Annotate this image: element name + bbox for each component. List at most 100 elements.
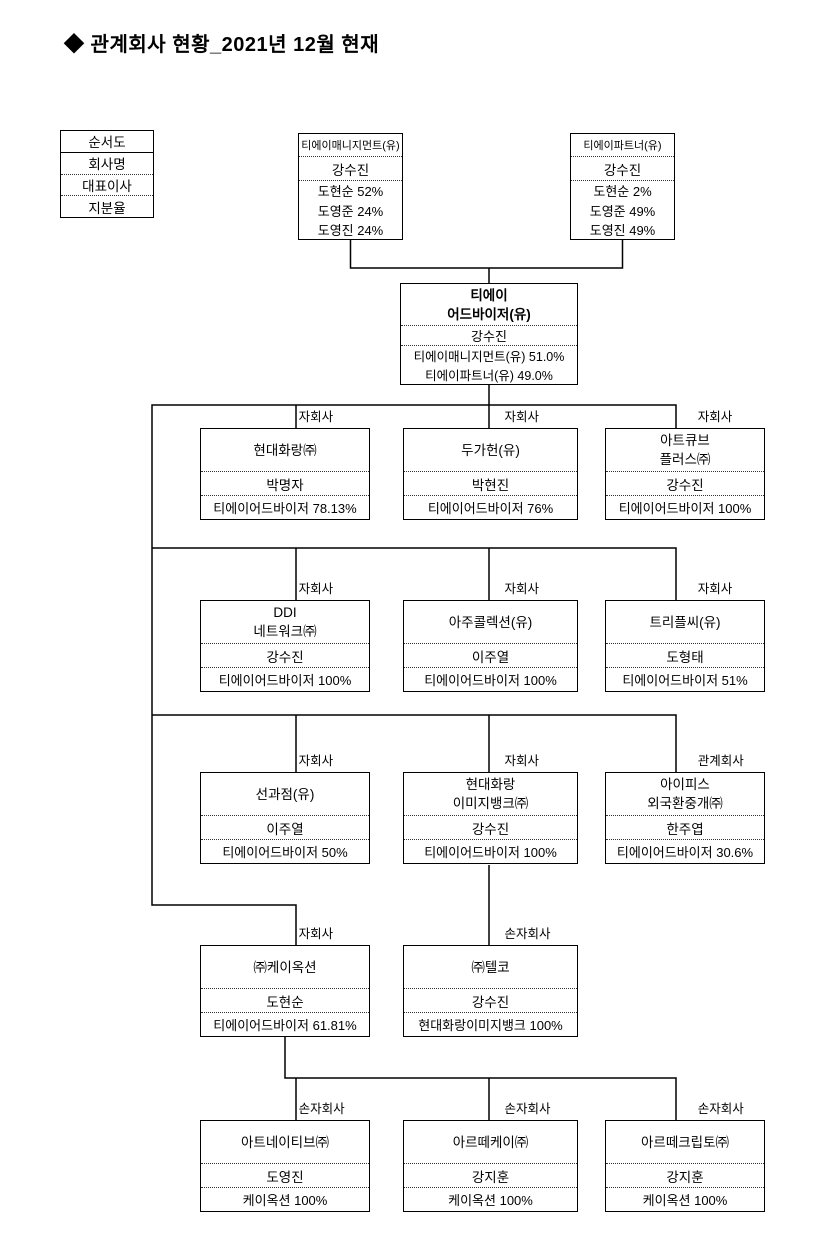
company-ownership: 티에이어드바이저 100% bbox=[201, 667, 369, 691]
company-name: 아주콜렉션(유) bbox=[448, 614, 533, 630]
company-name: 아트네이티브㈜ bbox=[240, 1134, 330, 1150]
subsidiary-cell: 자회사 DDI 네트워크㈜ 강수진 티에이어드바이저 100% bbox=[200, 578, 370, 692]
company-ownership: 티에이어드바이저 100% bbox=[404, 667, 577, 691]
subsidiary-cell: 자회사 트리플씨(유) 도형태 티에이어드바이저 51% bbox=[605, 578, 765, 692]
company-name: 두가헌(유) bbox=[461, 442, 520, 458]
company-ownership: 티에이어드바이저 76% bbox=[404, 495, 577, 519]
relation-tag: 자회사 bbox=[504, 410, 540, 424]
company-name: 트리플씨(유) bbox=[649, 614, 721, 630]
subsidiary-cell: 자회사 두가헌(유) 박현진 티에이어드바이저 76% bbox=[403, 406, 578, 520]
shareholder: 도영준 49% bbox=[589, 203, 656, 219]
grandchild-cell: 손자회사 아르떼크립토㈜ 강지훈 케이옥션 100% bbox=[605, 1098, 765, 1212]
company-ceo: 강수진 bbox=[401, 325, 577, 345]
relation-tag: 자회사 bbox=[298, 582, 334, 596]
shareholder: 도현순 52% bbox=[317, 184, 384, 200]
relation-tag: 자회사 bbox=[504, 754, 540, 768]
company-name: 티에이 어드바이저(유) bbox=[447, 287, 531, 322]
company-ceo: 도영진 bbox=[201, 1163, 369, 1187]
grandchild-cell: 손자회사 아르떼케이㈜ 강지훈 케이옥션 100% bbox=[403, 1098, 578, 1212]
legend-ownership: 지분율 bbox=[61, 195, 153, 217]
affiliate-cell: 관계회사 아이피스 외국환중개㈜ 한주엽 티에이어드바이저 30.6% bbox=[605, 750, 765, 864]
company-ownership: 티에이어드바이저 51% bbox=[606, 667, 764, 691]
company-ceo: 이주열 bbox=[404, 643, 577, 667]
company-box: 아르떼케이㈜ 강지훈 케이옥션 100% bbox=[403, 1120, 578, 1212]
company-ceo: 강수진 bbox=[571, 156, 674, 180]
shareholder: 도영준 24% bbox=[317, 203, 384, 219]
company-name: DDI 네트워크㈜ bbox=[253, 605, 317, 639]
company-box: 아주콜렉션(유) 이주열 티에이어드바이저 100% bbox=[403, 600, 578, 692]
company-ownership: 티에이어드바이저 78.13% bbox=[201, 495, 369, 519]
company-ownership: 케이옥션 100% bbox=[201, 1187, 369, 1211]
shareholder-list: 도현순 52% 도영준 24% 도영진 24% bbox=[299, 180, 402, 239]
shareholder-list: 도현순 2% 도영준 49% 도영진 49% bbox=[571, 180, 674, 239]
relation-tag: 자회사 bbox=[697, 582, 733, 596]
company-name: 티에이매니지먼트(유) bbox=[301, 140, 400, 152]
company-ceo: 강지훈 bbox=[404, 1163, 577, 1187]
company-name: ㈜케이옥션 bbox=[253, 959, 317, 975]
shareholder: 티에이파트너(유) 49.0% bbox=[425, 369, 553, 383]
company-ceo: 강지훈 bbox=[606, 1163, 764, 1187]
root-box-ta-advisor: 티에이 어드바이저(유) 강수진 티에이매니지먼트(유) 51.0% 티에이파트… bbox=[400, 283, 578, 385]
relation-tag: 자회사 bbox=[298, 410, 334, 424]
company-box: 아트네이티브㈜ 도영진 케이옥션 100% bbox=[200, 1120, 370, 1212]
legend-box: 순서도 회사명 대표이사 지분율 bbox=[60, 130, 154, 218]
relation-tag: 자회사 bbox=[298, 754, 334, 768]
company-name: ㈜텔코 bbox=[471, 959, 510, 975]
company-ownership: 현대화랑이미지뱅크 100% bbox=[404, 1012, 577, 1036]
company-ceo: 강수진 bbox=[606, 471, 764, 495]
company-box: 두가헌(유) 박현진 티에이어드바이저 76% bbox=[403, 428, 578, 520]
subsidiary-cell: 자회사 선과점(유) 이주열 티에이어드바이저 50% bbox=[200, 750, 370, 864]
shareholder: 도현순 2% bbox=[593, 184, 652, 200]
company-ceo: 도형태 bbox=[606, 643, 764, 667]
company-name: 현대화랑㈜ bbox=[253, 442, 317, 458]
company-box: ㈜케이옥션 도현순 티에이어드바이저 61.81% bbox=[200, 945, 370, 1037]
company-box: 선과점(유) 이주열 티에이어드바이저 50% bbox=[200, 772, 370, 864]
company-ownership: 케이옥션 100% bbox=[606, 1187, 764, 1211]
relation-tag: 관계회사 bbox=[697, 754, 744, 768]
relation-tag: 자회사 bbox=[298, 927, 334, 941]
holding-box-ta-partner: 티에이파트너(유) 강수진 도현순 2% 도영준 49% 도영진 49% bbox=[570, 133, 675, 240]
subsidiary-cell: 자회사 현대화랑㈜ 박명자 티에이어드바이저 78.13% bbox=[200, 406, 370, 520]
company-ceo: 강수진 bbox=[299, 156, 402, 180]
company-box: 현대화랑㈜ 박명자 티에이어드바이저 78.13% bbox=[200, 428, 370, 520]
company-name: 아이피스 외국환중개㈜ bbox=[647, 777, 723, 811]
company-ceo: 이주열 bbox=[201, 815, 369, 839]
shareholder: 도영진 24% bbox=[317, 222, 384, 238]
company-ceo: 도현순 bbox=[201, 988, 369, 1012]
page-title: ◆ 관계회사 현황_2021년 12월 현재 bbox=[64, 34, 380, 56]
company-ceo: 강수진 bbox=[201, 643, 369, 667]
company-name: 현대화랑 이미지뱅크㈜ bbox=[452, 777, 529, 811]
relation-tag: 자회사 bbox=[504, 582, 540, 596]
legend-company-name: 회사명 bbox=[61, 151, 153, 174]
relation-tag: 손자회사 bbox=[697, 1102, 744, 1116]
company-ceo: 박현진 bbox=[404, 471, 577, 495]
company-name: 티에이파트너(유) bbox=[583, 140, 662, 152]
company-box: 아트큐브 플러스㈜ 강수진 티에이어드바이저 100% bbox=[605, 428, 765, 520]
company-ownership: 티에이어드바이저 100% bbox=[404, 839, 577, 863]
company-box: 트리플씨(유) 도형태 티에이어드바이저 51% bbox=[605, 600, 765, 692]
relation-tag: 손자회사 bbox=[298, 1102, 345, 1116]
subsidiary-cell: 자회사 ㈜케이옥션 도현순 티에이어드바이저 61.81% bbox=[200, 923, 370, 1037]
company-box: 아이피스 외국환중개㈜ 한주엽 티에이어드바이저 30.6% bbox=[605, 772, 765, 864]
company-name: 아트큐브 플러스㈜ bbox=[659, 433, 711, 467]
shareholder: 도영진 49% bbox=[589, 222, 656, 238]
legend-header: 순서도 bbox=[88, 135, 126, 151]
legend-ceo: 대표이사 bbox=[61, 173, 153, 196]
company-box: ㈜텔코 강수진 현대화랑이미지뱅크 100% bbox=[403, 945, 578, 1037]
company-ownership: 티에이어드바이저 100% bbox=[606, 495, 764, 519]
relation-tag: 자회사 bbox=[697, 410, 733, 424]
company-name: 아르떼크립토㈜ bbox=[640, 1134, 730, 1150]
company-ownership: 티에이어드바이저 30.6% bbox=[606, 839, 764, 863]
company-ceo: 한주엽 bbox=[606, 815, 764, 839]
company-name: 아르떼케이㈜ bbox=[452, 1134, 529, 1150]
shareholder: 티에이매니지먼트(유) 51.0% bbox=[413, 350, 565, 364]
company-ceo: 강수진 bbox=[404, 815, 577, 839]
company-ownership: 티에이어드바이저 50% bbox=[201, 839, 369, 863]
company-box: DDI 네트워크㈜ 강수진 티에이어드바이저 100% bbox=[200, 600, 370, 692]
company-ceo: 강수진 bbox=[404, 988, 577, 1012]
subsidiary-cell: 자회사 아트큐브 플러스㈜ 강수진 티에이어드바이저 100% bbox=[605, 406, 765, 520]
company-ownership: 케이옥션 100% bbox=[404, 1187, 577, 1211]
relation-tag: 손자회사 bbox=[504, 927, 551, 941]
relation-tag: 손자회사 bbox=[504, 1102, 551, 1116]
company-ownership: 티에이어드바이저 61.81% bbox=[201, 1012, 369, 1036]
